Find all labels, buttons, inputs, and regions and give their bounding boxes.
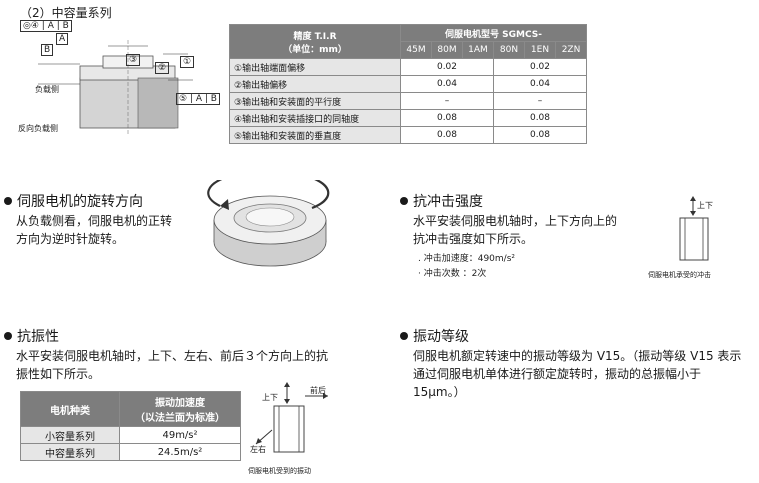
shock-heading: 抗冲击强度 [400, 191, 483, 211]
table-row: ②输出轴偏移 0.04 0.04 [229, 75, 587, 93]
vibration-class-heading: 振动等级 [400, 326, 469, 346]
tir-model-header: 伺服电机型号 SGMCS- [400, 24, 587, 42]
model-header-cell: 80M [431, 41, 463, 59]
bullet-icon [4, 332, 12, 340]
shock-motor-icon [679, 196, 709, 261]
reverse-load-side-label: 反向负载侧 [18, 124, 58, 133]
table-row: 中容量系列 24.5m/s² [20, 443, 241, 461]
vib-header-accel: 振动加速度 （以法兰面为标准） [119, 391, 241, 427]
shock-updown-label: 上下 [697, 201, 713, 210]
tolerance-frame-3: ③ [126, 54, 141, 66]
model-header-cell: 45M [400, 41, 432, 59]
load-side-label: 负载侧 [35, 85, 59, 94]
vibration-class-text: 伺服电机额定转速中的振动等级为 V15。（振动等级 V15 表示 通过伺服电机单… [413, 349, 742, 399]
table-row: ①输出轴端面偏移 0.02 0.02 [229, 58, 587, 76]
tolerance-frame-1: ① [180, 56, 195, 68]
vibration-resist-heading: 抗振性 [4, 326, 59, 346]
tir-table: 精度 T.I.R （单位：mm） 伺服电机型号 SGMCS- 45M 80M 1… [229, 24, 587, 144]
rotation-heading: 伺服电机的旋转方向 [4, 191, 143, 211]
shock-count: · 冲击次数 ：2次 [418, 269, 487, 279]
rotation-diagram [207, 180, 330, 267]
table-row: ③输出轴和安装面的平行度 – – [229, 92, 587, 110]
table-row: ④输出轴和安装插接口的同轴度 0.08 0.08 [229, 109, 587, 127]
bullet-icon [400, 332, 408, 340]
datum-b-label: B [41, 44, 54, 56]
model-header-cell: 1AM [462, 41, 494, 59]
model-header-cell: 80N [493, 41, 525, 59]
vibration-table: 电机种类 振动加速度 （以法兰面为标准） 小容量系列 49m/s² 中容量系列 … [20, 391, 241, 461]
tolerance-frame-4: ◎④ | A | B [20, 20, 72, 32]
vib-frontback-label: 前后 [310, 386, 326, 395]
shock-text: 水平安装伺服电机轴时，上下方向上的 抗冲击强度如下所示。 [413, 214, 618, 246]
vib-leftright-label: 左右 [250, 445, 266, 454]
datum-a-label: A [56, 33, 69, 45]
table-row: 小容量系列 49m/s² [20, 426, 241, 444]
table-row: ⑤输出轴和安装面的垂直度 0.08 0.08 [229, 126, 587, 144]
shock-accel: . 冲击加速度：490m/s² [418, 254, 515, 264]
rotation-arrow-icon [220, 199, 229, 210]
bullet-icon [4, 197, 12, 205]
tir-diagram [38, 40, 193, 135]
section-title: （2）中容量系列 [20, 6, 112, 20]
vibration-motor-icon [255, 382, 328, 453]
rotation-text: 从负载侧看，伺服电机的正转 方向为逆时针旋转。 [16, 214, 173, 246]
vib-header-type: 电机种类 [20, 391, 120, 427]
model-header-cell: 1EN [524, 41, 556, 59]
vib-caption: 伺服电机受到的振动 [248, 467, 311, 475]
tolerance-frame-5: ⑤ | A | B [176, 93, 220, 105]
tolerance-frame-2: ② [155, 62, 170, 74]
tir-header-label: 精度 T.I.R （单位：mm） [229, 24, 401, 59]
vib-updown-label: 上下 [262, 393, 278, 402]
vibration-resist-text: 水平安装伺服电机轴时，上下、左右、前后３个方向上的抗 振性如下所示。 [16, 349, 329, 381]
bullet-icon [400, 197, 408, 205]
shock-caption: 伺服电机承受的冲击 [648, 271, 711, 279]
model-header-cell: 2ZN [555, 41, 587, 59]
